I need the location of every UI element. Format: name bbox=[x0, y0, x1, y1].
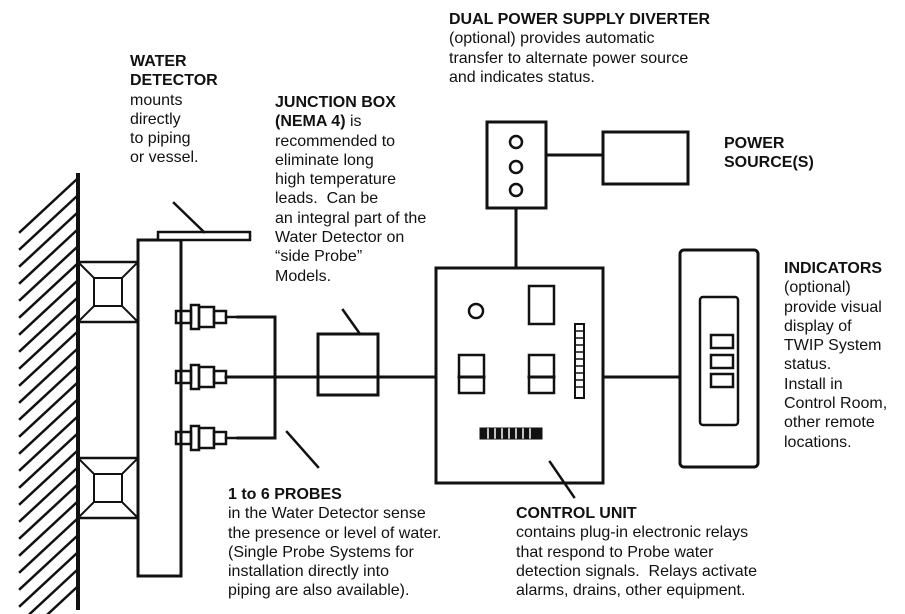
diverter-body-line-1: (optional) provides automatic bbox=[449, 30, 655, 48]
water-detector-title-line-1: WATER bbox=[130, 53, 187, 70]
wall-hatch-line bbox=[18, 280, 78, 336]
water-detector-title-line-2: DETECTOR bbox=[130, 72, 218, 90]
wall-hatch-line bbox=[18, 535, 78, 591]
wall-hatch-line bbox=[18, 263, 78, 319]
wall-hatch-line bbox=[18, 297, 78, 353]
diverter-light-1 bbox=[508, 134, 524, 150]
wall-hatch-line bbox=[18, 348, 78, 404]
wall-hatch-line bbox=[18, 433, 78, 489]
water-detector-body-line-2: directly bbox=[130, 110, 181, 128]
wall-hatch-line bbox=[18, 246, 78, 302]
diverter-body-line-3: and indicates status. bbox=[449, 68, 595, 86]
probes-body-line-2: the presence or level of water. bbox=[228, 524, 442, 542]
junction-box-body-line-3: high temperature bbox=[275, 171, 396, 189]
junction-box-title-line-1: JUNCTION BOX bbox=[275, 94, 396, 111]
control-unit bbox=[434, 266, 682, 485]
wall-hatch-line bbox=[18, 518, 78, 574]
indicators-title: INDICATORS bbox=[784, 260, 883, 277]
water-detector-body-line-4: or vessel. bbox=[130, 149, 199, 167]
indicators-body-line-9: locations. bbox=[784, 433, 852, 451]
probe-2 bbox=[174, 363, 228, 391]
water-detector-body-line-1: mounts bbox=[130, 91, 183, 109]
control-unit-body-line-4: alarms, drains, other equipment. bbox=[516, 582, 746, 600]
indicators-body-line-1: (optional) bbox=[784, 279, 851, 297]
diverter-light-3 bbox=[508, 182, 524, 198]
probe-1 bbox=[174, 303, 240, 331]
control-unit-body-line-3: detection signals. Relays activate bbox=[516, 562, 758, 580]
junction-box-body-line-5: an integral part of the bbox=[275, 209, 427, 227]
diverter-label: DUAL POWER SUPPLY DIVERTER (optional) pr… bbox=[449, 10, 710, 87]
wall-hatch-line bbox=[18, 450, 78, 506]
indicators-body-line-2: provide visual bbox=[784, 298, 882, 316]
mounting-bracket-top bbox=[76, 260, 140, 324]
wall-hatch-line bbox=[18, 382, 78, 438]
junction-box-leader bbox=[341, 308, 362, 336]
indicators-body-line-4: TWIP System bbox=[784, 337, 882, 355]
wall-hatch-line bbox=[18, 195, 78, 251]
wall-hatch-line bbox=[18, 229, 78, 285]
wall-hatch-line bbox=[18, 178, 78, 234]
probes-body-line-5: piping are also available). bbox=[228, 582, 410, 600]
wall-hatch-line bbox=[18, 484, 78, 540]
probes-body-line-1: in the Water Detector sense bbox=[228, 505, 426, 523]
junction-box-title-line-2: (NEMA 4) bbox=[275, 113, 346, 131]
water-detector-label: WATER DETECTOR mounts directly to piping… bbox=[130, 52, 218, 168]
indicators-body-line-3: display of bbox=[784, 317, 852, 335]
indicators-panel bbox=[678, 248, 760, 469]
wall-hatch-line bbox=[18, 331, 78, 387]
junction-box-body-line-8: Models. bbox=[275, 267, 332, 285]
probes-title: 1 to 6 PROBES bbox=[228, 486, 342, 503]
power-source-box bbox=[601, 130, 690, 186]
indicators-body-line-5: status. bbox=[784, 356, 832, 374]
junction-box-label: JUNCTION BOX (NEMA 4) is recommended to … bbox=[275, 93, 426, 286]
wall-hatch-line bbox=[18, 314, 78, 370]
junction-box-title-suffix: is bbox=[345, 113, 362, 131]
probes-body-line-3: (Single Probe Systems for bbox=[228, 543, 414, 561]
wall-hatch-line bbox=[46, 586, 78, 614]
wall-hatch-line bbox=[18, 467, 78, 523]
junction-box-body-line-1: recommended to bbox=[275, 132, 396, 150]
junction-box-body-line-2: eliminate long bbox=[275, 151, 374, 169]
junction-box bbox=[316, 332, 380, 397]
wall bbox=[18, 173, 80, 614]
probes-leader bbox=[285, 430, 320, 469]
mounting-bracket-bottom bbox=[76, 456, 140, 520]
control-unit-title: CONTROL UNIT bbox=[516, 505, 637, 522]
control-unit-leader bbox=[548, 460, 576, 499]
probes-body-line-4: installation directly into bbox=[228, 563, 389, 581]
indicators-body-line-8: other remote bbox=[784, 414, 875, 432]
wall-hatch-line bbox=[18, 212, 78, 268]
wall-hatch-line bbox=[18, 416, 78, 472]
wall-hatch-line bbox=[18, 399, 78, 455]
control-unit-body-line-2: that respond to Probe water bbox=[516, 543, 714, 561]
diverter-title: DUAL POWER SUPPLY DIVERTER bbox=[449, 11, 711, 28]
water-detector-body-line-3: to piping bbox=[130, 130, 191, 148]
indicators-body-line-7: Control Room, bbox=[784, 395, 888, 413]
wall-hatch-line bbox=[18, 552, 78, 608]
control-unit-label: CONTROL UNIT contains plug-in electronic… bbox=[516, 504, 757, 600]
diverter-light-2 bbox=[508, 159, 524, 175]
probes-label: 1 to 6 PROBES in the Water Detector sens… bbox=[228, 485, 441, 601]
power-source-title-line-2: SOURCE(S) bbox=[724, 154, 814, 172]
wall-hatch-line bbox=[18, 501, 78, 557]
wall-hatch-line bbox=[27, 569, 78, 614]
junction-box-body-line-7: “side Probe” bbox=[275, 248, 363, 266]
power-source-label: POWER SOURCE(S) bbox=[724, 134, 814, 173]
control-unit-body-line-1: contains plug-in electronic relays bbox=[516, 524, 749, 542]
power-source-title-line-1: POWER bbox=[724, 135, 785, 152]
wall-hatch-line bbox=[18, 365, 78, 421]
junction-box-body-line-6: Water Detector on bbox=[275, 229, 405, 247]
junction-box-body-line-4: leads. Can be bbox=[275, 190, 379, 208]
indicators-label: INDICATORS (optional) provide visual dis… bbox=[784, 259, 887, 452]
water-detector-body bbox=[136, 201, 252, 578]
indicators-body-line-6: Install in bbox=[784, 375, 843, 393]
diverter-body-line-2: transfer to alternate power source bbox=[449, 49, 689, 67]
probe-3 bbox=[174, 424, 240, 452]
